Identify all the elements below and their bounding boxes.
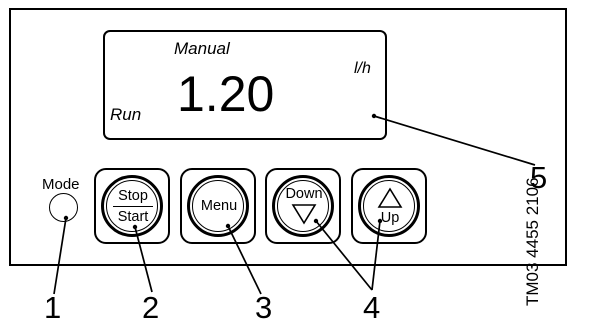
- display-mode-text: Manual: [174, 39, 230, 58]
- stop-label: Stop: [118, 188, 148, 204]
- menu-button[interactable]: Menu: [180, 168, 256, 244]
- down-label: Down: [285, 186, 323, 202]
- up-button[interactable]: Up: [351, 168, 427, 244]
- up-arrow-icon: [377, 187, 403, 208]
- drawing-code: TM03 4455 2106: [523, 177, 542, 306]
- stop-start-button[interactable]: Stop Start: [94, 168, 170, 244]
- down-button[interactable]: Down: [265, 168, 341, 244]
- lcd-display: Manual l/h Run 1.20: [103, 30, 387, 140]
- callout-3: 3: [255, 290, 273, 325]
- callout-1: 1: [44, 290, 62, 325]
- callout-4: 4: [363, 290, 381, 325]
- display-value: 1.20: [177, 66, 275, 122]
- start-label: Start: [117, 209, 149, 225]
- mode-indicator-light: [49, 193, 78, 222]
- display-status-text: Run: [110, 105, 142, 124]
- menu-label: Menu: [200, 198, 238, 214]
- down-arrow-icon: [291, 204, 317, 225]
- stop-start-divider: [113, 206, 153, 207]
- display-unit-text: l/h: [354, 60, 371, 77]
- callout-2: 2: [142, 290, 160, 325]
- mode-label: Mode: [42, 176, 80, 193]
- up-label: Up: [380, 210, 400, 226]
- callout-5: 5: [530, 160, 548, 195]
